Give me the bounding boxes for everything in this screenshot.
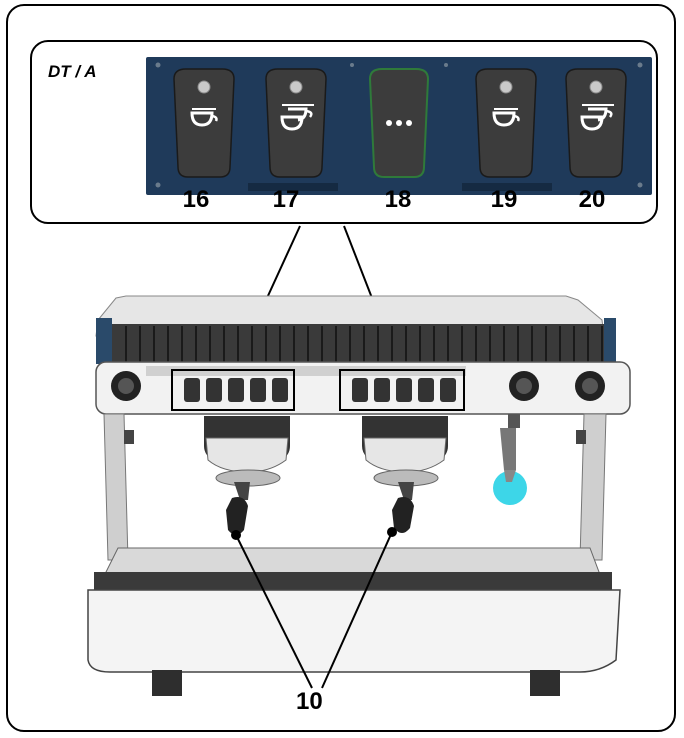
button-19[interactable] xyxy=(475,68,537,178)
steam-knob-left xyxy=(111,371,141,401)
model-label: DT / A xyxy=(48,62,97,81)
button-number-19: 19 xyxy=(490,186,518,213)
button-number-17: 17 xyxy=(272,186,300,213)
grouphead-right xyxy=(362,416,448,533)
side-frame xyxy=(103,413,607,561)
grouphead-left xyxy=(204,416,290,535)
single-cup-icon xyxy=(492,108,520,127)
keypad-left xyxy=(171,369,295,411)
button-17[interactable] xyxy=(265,68,327,178)
double-cup-icon xyxy=(580,104,614,131)
continuous-dots-icon xyxy=(386,120,412,126)
button-20[interactable] xyxy=(565,68,627,178)
keypad-panel xyxy=(146,57,652,195)
button-number-18: 18 xyxy=(384,186,412,213)
drip-tray xyxy=(87,547,621,673)
keypad-right xyxy=(339,369,465,411)
keypad-svg xyxy=(155,62,643,191)
single-cup-icon xyxy=(190,108,218,127)
button-16[interactable] xyxy=(173,68,235,178)
double-cup-icon xyxy=(280,104,314,131)
button-number-16: 16 xyxy=(182,186,210,213)
outer-frame xyxy=(6,4,676,732)
steam-wand xyxy=(493,414,527,505)
steam-knob-right-1 xyxy=(509,371,539,401)
portafilter-label: 10 xyxy=(296,688,323,715)
button-18[interactable] xyxy=(368,68,430,178)
portafilter-leader-lines xyxy=(231,527,397,689)
cup-warmer xyxy=(95,295,616,364)
machine-feet xyxy=(152,670,560,696)
button-number-20: 20 xyxy=(578,186,606,213)
steam-knob-right-2 xyxy=(575,371,605,401)
